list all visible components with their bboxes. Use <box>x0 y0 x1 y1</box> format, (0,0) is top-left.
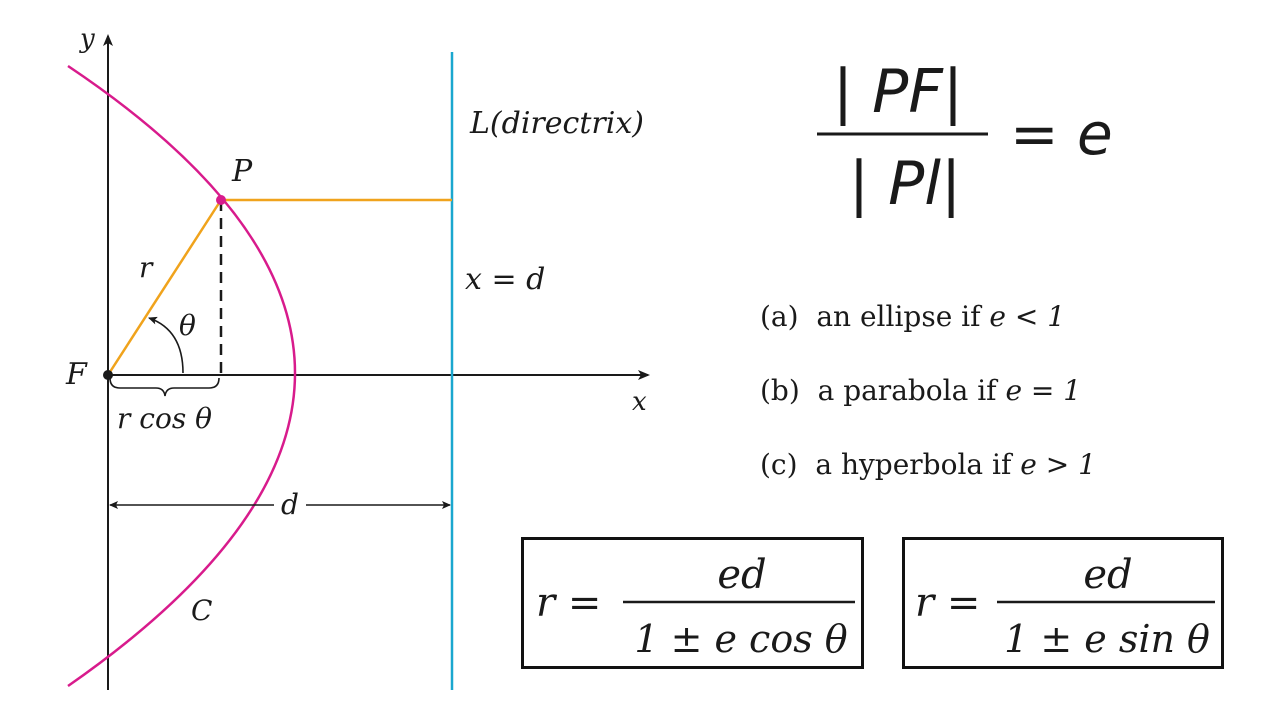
definition-rhs: = e <box>1010 100 1113 168</box>
curve-label: C <box>191 594 212 627</box>
point-label: P <box>231 154 253 189</box>
polar-formula-cos-box: r = ed 1 ± e cos θ <box>521 537 864 669</box>
projection-brace <box>109 377 220 397</box>
condition-relation: e > 1 <box>1020 448 1096 481</box>
focus-label: F <box>65 357 88 392</box>
condition-parabola: (b) a parabola if e = 1 <box>760 354 1096 428</box>
formula-denominator: 1 ± e cos θ <box>634 617 847 661</box>
condition-tag: (c) <box>760 448 798 481</box>
radius-label: r <box>139 251 154 284</box>
focus-point <box>103 370 113 380</box>
formula-numerator: ed <box>717 552 766 598</box>
definition-denominator: | Pl| <box>849 149 961 219</box>
directrix-label: L(directrix) <box>469 106 644 141</box>
condition-relation: e < 1 <box>989 300 1066 333</box>
eccentricity-definition: | PF| | Pl| = e <box>817 57 1113 219</box>
condition-tag: (b) <box>760 374 800 407</box>
condition-text: a hyperbola if <box>815 448 1012 481</box>
condition-ellipse: (a) an ellipse if e < 1 <box>760 280 1096 354</box>
conic-curve <box>67 64 297 688</box>
x-axis-label: x <box>632 387 647 417</box>
formula-lhs: r = <box>536 580 601 626</box>
formula-numerator: ed <box>1083 552 1132 598</box>
y-axis-label: y <box>79 24 95 54</box>
condition-text: an ellipse if <box>816 300 981 333</box>
radius-segment <box>106 199 223 376</box>
distance-label: d <box>281 488 299 521</box>
formula-lhs: r = <box>915 580 980 626</box>
condition-text: a parabola if <box>817 374 997 407</box>
conic-conditions-list: (a) an ellipse if e < 1 (b) a parabola i… <box>760 280 1096 502</box>
definition-numerator: | PF| <box>833 57 963 127</box>
polar-formula-sin-box: r = ed 1 ± e sin θ <box>902 537 1224 669</box>
angle-label: θ <box>179 309 196 342</box>
directrix-equation: x = d <box>465 262 545 297</box>
point-p <box>216 195 226 205</box>
angle-arc <box>148 316 184 374</box>
condition-relation: e = 1 <box>1005 374 1082 407</box>
formula-denominator: 1 ± e sin θ <box>1004 617 1210 661</box>
condition-tag: (a) <box>760 300 799 333</box>
condition-hyperbola: (c) a hyperbola if e > 1 <box>760 428 1096 502</box>
projection-label: r cos θ <box>117 402 212 435</box>
